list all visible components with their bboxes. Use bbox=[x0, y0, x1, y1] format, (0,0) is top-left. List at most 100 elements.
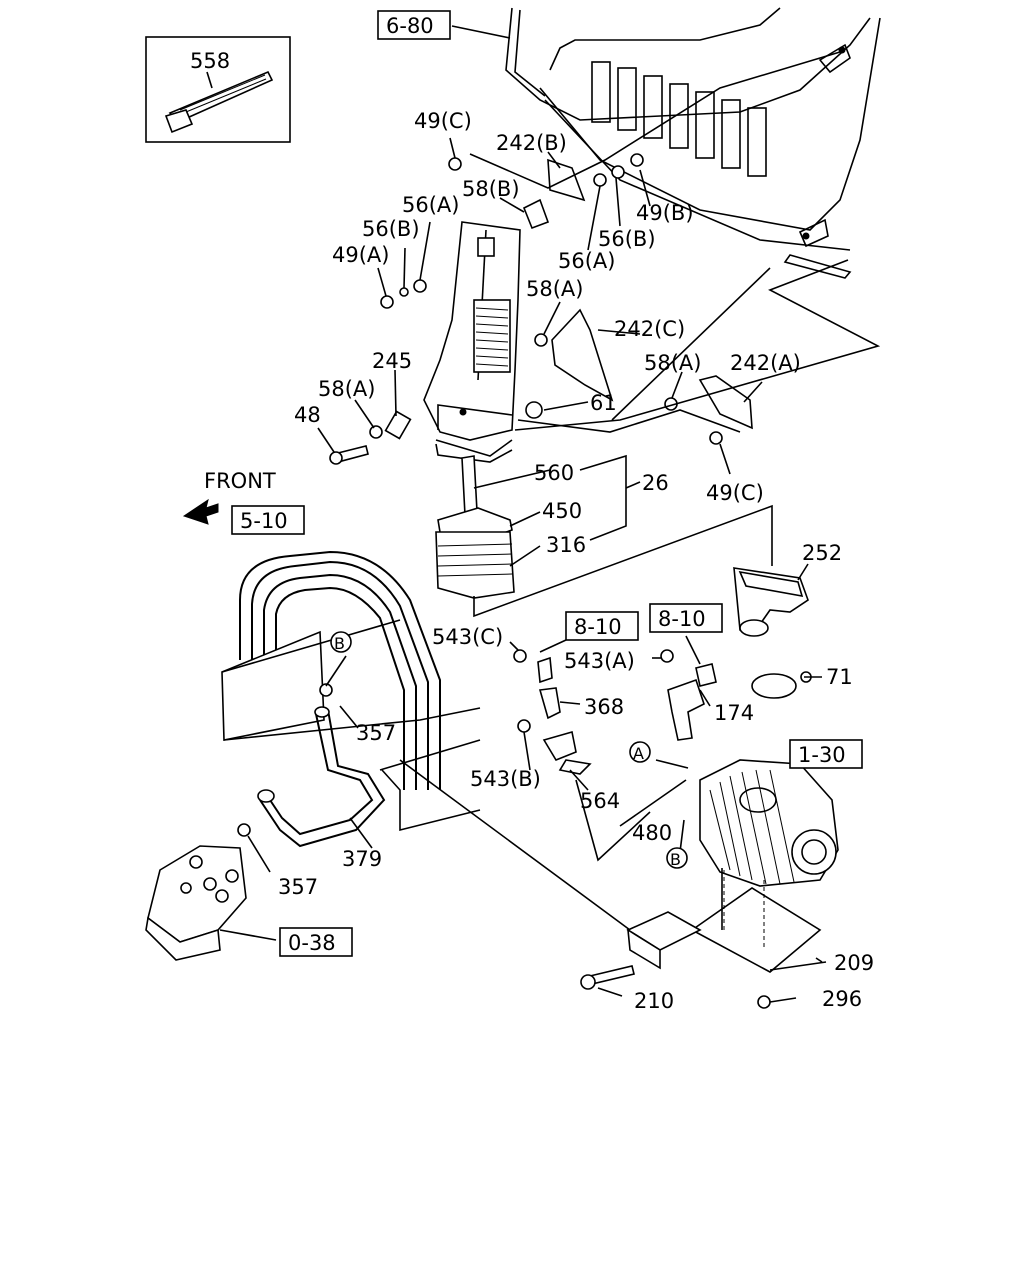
washer-56b-l bbox=[399, 287, 409, 297]
cable-tie-head bbox=[164, 109, 194, 134]
ref-1-30[interactable]: 1-30 bbox=[789, 739, 863, 769]
screw-543c bbox=[513, 649, 527, 663]
label-564: 564 bbox=[580, 789, 620, 813]
washer-56a-l bbox=[413, 279, 427, 293]
label-357-top: 357 bbox=[356, 721, 396, 745]
label-379: 379 bbox=[342, 847, 382, 871]
svg-text:B: B bbox=[670, 850, 681, 869]
svg-text:5-10[interactable]: 5-10 bbox=[240, 509, 288, 533]
label-242a: 242(A) bbox=[730, 351, 801, 375]
label-58a-top: 58(A) bbox=[526, 277, 583, 301]
label-58a-right: 58(A) bbox=[644, 351, 701, 375]
inset-frame bbox=[145, 36, 291, 143]
svg-text:8-10[interactable]: 8-10 bbox=[658, 607, 706, 631]
label-48: 48 bbox=[294, 403, 321, 427]
label-543c: 543(C) bbox=[432, 625, 503, 649]
clamp-357-top bbox=[319, 683, 333, 697]
intake-pipe bbox=[221, 550, 481, 790]
nut-49c-top bbox=[448, 157, 462, 171]
washer-56a-r bbox=[593, 173, 607, 187]
clamp-71 bbox=[751, 673, 797, 699]
label-56b-left: 56(B) bbox=[362, 217, 420, 241]
label-245: 245 bbox=[372, 349, 412, 373]
svg-text:1-30[interactable]: 1-30 bbox=[798, 743, 846, 767]
label-316: 316 bbox=[546, 533, 586, 557]
label-543b: 543(B) bbox=[470, 767, 541, 791]
label-296: 296 bbox=[822, 987, 862, 1011]
label-242b: 242(B) bbox=[496, 131, 567, 155]
label-210: 210 bbox=[634, 989, 674, 1013]
leader-680 bbox=[451, 25, 511, 39]
front-arrow-icon bbox=[182, 498, 219, 525]
air-cleaner bbox=[699, 567, 839, 887]
label-174: 174 bbox=[714, 701, 754, 725]
bracket-242c bbox=[551, 308, 614, 402]
label-252: 252 bbox=[802, 541, 842, 565]
clamp-357-bottom bbox=[237, 823, 251, 837]
inset-cable-tie bbox=[145, 36, 291, 143]
cable-tie-teeth bbox=[179, 74, 267, 113]
label-71: 71 bbox=[826, 665, 853, 689]
label-49c-top: 49(C) bbox=[414, 109, 472, 133]
grommet-58a-left bbox=[369, 425, 383, 439]
ref-8-10-left[interactable]: 8-10 bbox=[565, 611, 639, 641]
clip-61 bbox=[525, 401, 543, 419]
air-intake-duct bbox=[423, 221, 521, 463]
part-labels: 558 49(C) 242(B) 58(B) 56(A) 56(B) 49(A)… bbox=[190, 49, 874, 1013]
nut-49a bbox=[380, 295, 394, 309]
label-368: 368 bbox=[584, 695, 624, 719]
label-357-bottom: 357 bbox=[278, 875, 318, 899]
bracket-209 bbox=[580, 870, 822, 1009]
bolt-210 bbox=[589, 965, 635, 985]
nut-296 bbox=[757, 995, 771, 1009]
label-49b: 49(B) bbox=[636, 201, 694, 225]
connectors bbox=[513, 649, 717, 775]
svg-text:B: B bbox=[334, 634, 345, 653]
grommet-58a-top bbox=[534, 333, 548, 347]
cab-panel bbox=[451, 7, 881, 279]
ref-0-38[interactable]: 0-38 bbox=[279, 927, 353, 957]
callout-B-top: B bbox=[330, 631, 352, 653]
mount-58b bbox=[522, 198, 550, 230]
label-480: 480 bbox=[632, 821, 672, 845]
nut-49c-bottom bbox=[709, 431, 723, 445]
screw-543b bbox=[517, 719, 531, 733]
front-label: FRONT bbox=[204, 469, 276, 493]
svg-text:6-80[interactable]: 6-80 bbox=[386, 14, 434, 38]
label-61: 61 bbox=[590, 391, 617, 415]
label-56a-right: 56(A) bbox=[558, 249, 615, 273]
label-49a: 49(A) bbox=[332, 243, 389, 267]
spacer-245 bbox=[384, 410, 412, 440]
label-560: 560 bbox=[534, 461, 574, 485]
label-58a-left: 58(A) bbox=[318, 377, 375, 401]
ref-6-80[interactable]: 6-80 bbox=[377, 10, 451, 40]
screw-543a bbox=[660, 649, 674, 663]
label-242c: 242(C) bbox=[614, 317, 685, 341]
nut-49b bbox=[630, 153, 644, 167]
label-56b-right: 56(B) bbox=[598, 227, 656, 251]
label-49c-bottom: 49(C) bbox=[706, 481, 764, 505]
leader-lines bbox=[219, 51, 881, 1003]
front-indicator: FRONT bbox=[182, 469, 276, 525]
label-56a-left: 56(A) bbox=[402, 193, 459, 217]
label-543a: 543(A) bbox=[564, 649, 635, 673]
callout-B-bottom: B bbox=[666, 847, 688, 869]
label-58b: 58(B) bbox=[462, 177, 520, 201]
label-209: 209 bbox=[834, 951, 874, 975]
bracket-564 bbox=[542, 730, 577, 761]
washer-56b-r bbox=[611, 165, 625, 179]
label-450: 450 bbox=[542, 499, 582, 523]
label-26: 26 bbox=[642, 471, 669, 495]
compressor bbox=[145, 845, 247, 961]
sensor-174 bbox=[667, 678, 705, 741]
svg-text:A: A bbox=[633, 744, 644, 763]
ref-5-10[interactable]: 5-10 bbox=[231, 505, 305, 535]
svg-text:0-38[interactable]: 0-38 bbox=[288, 931, 336, 955]
leader-558 bbox=[206, 71, 213, 89]
ref-8-10-right[interactable]: 8-10 bbox=[649, 603, 723, 633]
svg-text:8-10[interactable]: 8-10 bbox=[574, 615, 622, 639]
callout-A: A bbox=[629, 741, 651, 763]
hose-379 bbox=[237, 683, 386, 848]
label-558: 558 bbox=[190, 49, 230, 73]
